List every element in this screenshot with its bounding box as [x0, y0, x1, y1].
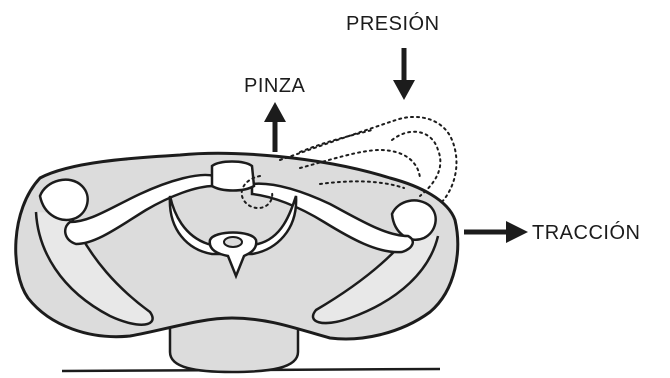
vertebra-canal [224, 237, 242, 247]
pubic-symphysis [212, 162, 254, 191]
label-presion: PRESIÓN [346, 12, 440, 35]
label-pinza: PINZA [244, 75, 306, 97]
label-traccion: TRACCIÓN [532, 221, 640, 244]
arrow-right-icon [464, 221, 528, 243]
arrow-down-icon [393, 48, 415, 100]
arrow-up-icon [264, 102, 286, 152]
